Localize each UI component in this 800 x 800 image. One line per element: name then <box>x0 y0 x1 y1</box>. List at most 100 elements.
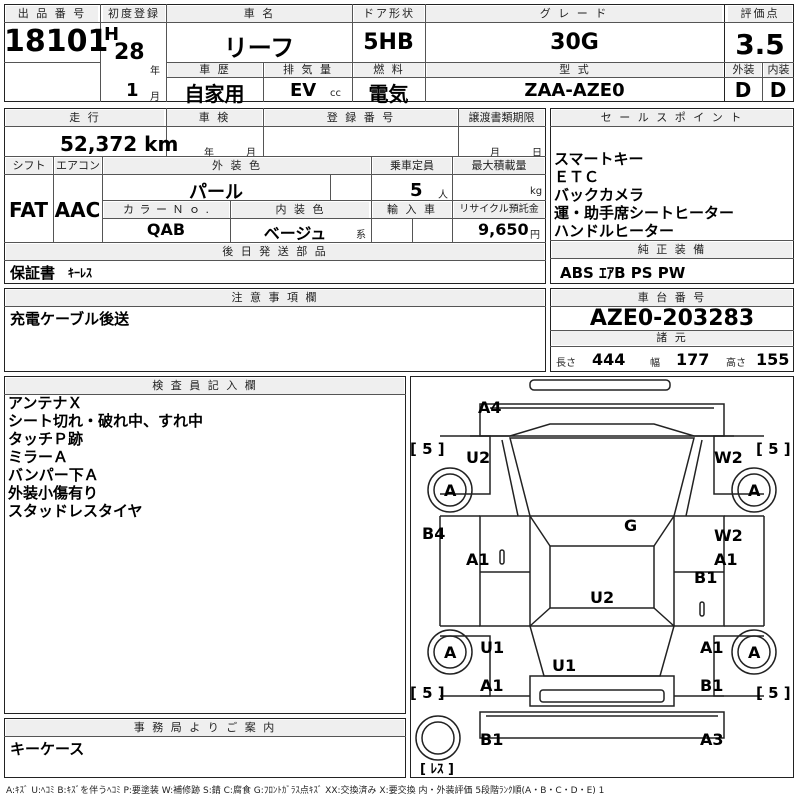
import-header: 輸 入 車 <box>373 202 451 218</box>
damage-mark-a1-left-door: A1 <box>466 550 490 569</box>
rear-garnish <box>539 689 665 703</box>
damage-mark-u2-front-left: U2 <box>466 448 491 467</box>
damage-mark-u2-roof: U2 <box>590 588 615 607</box>
recycle-header: リサイクル預託金 <box>454 202 544 218</box>
transfer-deadline-header: 譲渡書類期限 <box>459 110 544 126</box>
specs-header: 諸 元 <box>552 331 792 345</box>
exterior-score: D <box>734 78 752 102</box>
sales-point-item: スマートキー <box>554 150 644 168</box>
sales-point-item: 運・助手席シートヒーター <box>554 204 735 222</box>
first-reg-month: 1 <box>126 80 139 101</box>
length-label: 長さ <box>556 358 576 369</box>
shift-value: FAT <box>9 198 48 222</box>
damage-mark-b1-right-mid: B1 <box>694 568 718 587</box>
vehicle-info-table <box>4 108 546 284</box>
displacement-value: EV <box>290 80 317 101</box>
inspector-note-line: タッチＰ跡 <box>8 430 84 448</box>
month-unit: 月 <box>150 92 160 103</box>
listing-number: 18101 <box>4 24 109 59</box>
load-unit: kg <box>530 186 543 197</box>
sales-points-header: セ ー ル ス ポ イ ン ト <box>552 110 792 126</box>
inspector-note-line: 外装小傷有り <box>8 484 99 502</box>
damage-mark-b4: B4 <box>422 524 446 543</box>
history-header: 車 歴 <box>168 63 262 77</box>
interior-header: 内装 <box>764 63 793 77</box>
inspection-header: 車 検 <box>167 110 262 126</box>
legend-text: A:ｷｽﾞ U:ﾍｺﾐ B:ｷｽﾞを伴うﾍｺﾐ P:要塗装 W:補修跡 S:錆 … <box>6 786 605 796</box>
tread-rear-right: [ 5 ] <box>756 684 791 702</box>
windshield-outline <box>509 437 695 517</box>
inspector-panel <box>4 376 406 714</box>
height-value: 155 <box>756 350 790 369</box>
office-header: 事 務 局 よ り ご 案 内 <box>6 720 404 736</box>
model-header: 型 式 <box>427 63 723 77</box>
later-parts-item-keyless: ｷｰﾚｽ <box>68 266 93 280</box>
year-unit: 年 <box>150 66 160 77</box>
factory-equipment-value: ABS ｴｱB PS PW <box>560 264 686 282</box>
tire-mark-front-left: A <box>444 481 457 500</box>
tread-spare: [ ﾚｽ ] <box>420 762 454 777</box>
damage-mark-a1-left-rear-low: A1 <box>480 676 504 695</box>
ac-header: エアコン <box>55 158 101 174</box>
mileage-value: 52,372 km <box>60 132 179 156</box>
first-reg-year: 28 <box>114 40 145 65</box>
displacement-header: 排 気 量 <box>265 63 351 77</box>
rear-bumper-outline <box>479 711 725 739</box>
damage-mark-w2-right-door: W2 <box>714 526 743 545</box>
damage-mark-a4: A4 <box>478 398 502 417</box>
sales-point-item: バックカメラ <box>554 186 645 204</box>
inspector-note-line: アンテナＸ <box>8 394 83 412</box>
width-value: 177 <box>676 350 710 369</box>
tire-mark-rear-left: A <box>444 643 457 662</box>
front-right-tire <box>731 467 777 513</box>
office-panel <box>4 718 406 778</box>
model-value: ZAA-AZE0 <box>524 80 625 101</box>
mileage-header: 走 行 <box>6 110 164 126</box>
damage-mark-a1-right-rear: A1 <box>700 638 724 657</box>
width-label: 幅 <box>650 358 660 369</box>
tire-mark-rear-right: A <box>748 643 761 662</box>
inspector-note-line: スタッドレスタイヤ <box>8 502 143 520</box>
damage-mark-u1-left-rear: U1 <box>480 638 505 657</box>
int-color-header: 内 装 色 <box>232 202 369 218</box>
fuel-header: 燃 料 <box>354 63 424 77</box>
front-bumper-outline <box>529 379 671 391</box>
ext-color-value: パール <box>189 182 243 203</box>
capacity-value: 5 <box>410 180 423 201</box>
inspection-month-unit: 月 <box>246 148 256 159</box>
header-table <box>4 4 794 102</box>
damage-mark-a3-rear-right: A3 <box>700 730 724 749</box>
history-value: 自家用 <box>184 82 245 106</box>
displacement-unit: cc <box>330 88 341 99</box>
inspector-note-line: バンパー下Ａ <box>8 466 99 484</box>
tread-front-left: [ 5 ] <box>410 440 445 458</box>
rear-left-tire <box>427 629 473 675</box>
recycle-value: 9,650 <box>478 220 529 239</box>
tire-mark-front-right: A <box>748 481 761 500</box>
int-color-value: ベージュ <box>263 224 327 243</box>
damage-mark-w2-front-right: W2 <box>714 448 743 467</box>
transfer-day-unit: 日 <box>532 148 542 159</box>
damage-mark-g: G <box>624 516 638 535</box>
era-label: H <box>104 24 120 45</box>
fuel-value: 電気 <box>368 82 409 106</box>
car-name-header: 車 名 <box>167 6 352 22</box>
load-header: 最大積載量 <box>454 158 544 174</box>
chassis-header: 車 台 番 号 <box>552 290 792 306</box>
damage-mark-b1-rear-left: B1 <box>480 730 504 749</box>
later-parts-item: 保証書 <box>10 264 56 282</box>
height-label: 高さ <box>726 358 746 369</box>
int-color-unit: 系 <box>356 230 366 241</box>
ac-value: AAC <box>54 198 101 222</box>
color-no-header: カ ラ ー Ｎ ｏ . <box>104 202 229 218</box>
damage-mark-a1-right-door: A1 <box>714 550 738 569</box>
car-name: リーフ <box>223 34 295 62</box>
recycle-unit: 円 <box>530 230 540 241</box>
grade-value: 30G <box>550 30 599 55</box>
notes-panel <box>4 288 546 372</box>
ext-color-header: 外 装 色 <box>104 158 370 174</box>
damage-mark-b1-right-rear-low: B1 <box>700 676 724 695</box>
capacity-unit: 人 <box>438 190 448 201</box>
